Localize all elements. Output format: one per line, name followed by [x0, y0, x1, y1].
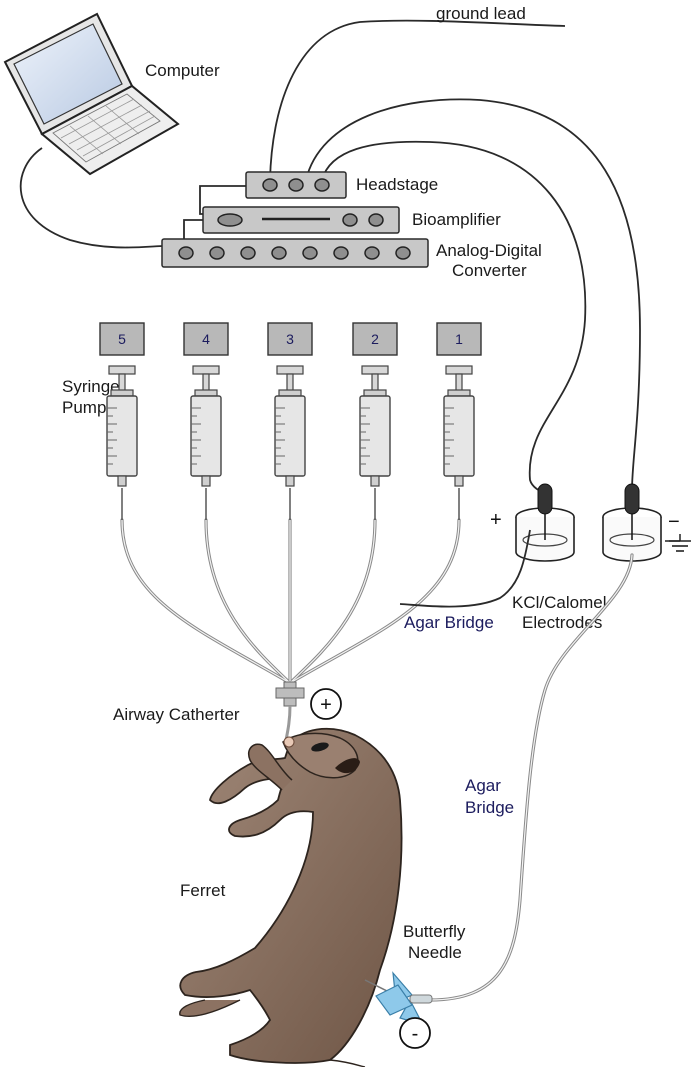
computer-label: Computer	[145, 61, 220, 80]
adc-label-line2: Converter	[452, 261, 527, 280]
airway-positive-sign: +	[320, 694, 332, 716]
butterfly-needle-label-line1: Butterfly	[403, 922, 466, 941]
pump-number-label: 3	[286, 331, 294, 347]
syringe-icon	[443, 365, 475, 487]
pump-number-label: 5	[118, 331, 126, 347]
butterfly-needle-icon	[364, 971, 433, 1026]
syringe-pumps-label-line1: Syringe	[62, 377, 120, 396]
syringe-needles	[121, 488, 460, 520]
analog-digital-converter-device	[161, 238, 429, 268]
agar-bridge-airway	[399, 529, 531, 608]
pump-number-label: 4	[202, 331, 210, 347]
butterfly-needle-label-line2: Needle	[408, 943, 462, 962]
ground-symbol-icon	[665, 534, 691, 552]
agar-bridge-vascular	[428, 553, 634, 1002]
ground-lead-wire	[269, 19, 566, 181]
ground-lead-label: ground lead	[436, 4, 526, 23]
agar-bridge-vascular-label-line2: Bridge	[465, 798, 514, 817]
airway-catheter-connector	[275, 681, 305, 741]
headstage-to-negative-electrode-wire	[305, 98, 641, 491]
positive-electrode-plus-sign: +	[490, 509, 502, 531]
headstage-label: Headstage	[356, 175, 438, 194]
syringe-pumps: 5 4 3 2 1	[99, 322, 482, 487]
syringe-icon	[274, 365, 306, 487]
airway-positive-circle: +	[310, 688, 342, 720]
syringe-pump-3: 3	[267, 322, 313, 487]
bioamplifier-device	[202, 206, 400, 234]
electrodes-label-line1: KCl/Calomel	[512, 593, 606, 612]
agar-bridge-vascular-label-line1: Agar	[465, 776, 501, 795]
syringe-icon	[106, 365, 138, 487]
syringe-icon	[190, 365, 222, 487]
adc-label-line1: Analog-Digital	[436, 241, 542, 260]
positive-electrode-cup	[515, 483, 575, 562]
ferret-label: Ferret	[180, 881, 226, 900]
negative-electrode-cup	[602, 483, 662, 562]
ferret-illustration	[179, 728, 403, 1067]
syringe-pumps-label-line2: Pumps	[62, 398, 115, 417]
pump-number-label: 2	[371, 331, 379, 347]
airway-catheter-label: Airway Catherter	[113, 705, 240, 724]
pump-box	[436, 322, 482, 356]
pump-box	[99, 322, 145, 356]
infusion-tubing	[120, 518, 461, 685]
pump-box	[267, 322, 313, 356]
pump-number-label: 1	[455, 331, 463, 347]
syringe-pump-2: 2	[352, 322, 398, 487]
headstage-to-positive-electrode-wire	[321, 140, 587, 493]
negative-electrode-minus-sign: −	[668, 511, 680, 533]
agar-bridge-airway-label: Agar Bridge	[404, 613, 494, 632]
electrodes-label-line2: Electrodes	[522, 613, 602, 632]
vascular-negative-circle: -	[399, 1017, 431, 1049]
pump-box	[183, 322, 229, 356]
syringe-icon	[359, 365, 391, 487]
computer-cable	[19, 147, 165, 249]
laptop-icon	[3, 12, 180, 176]
headstage-device	[245, 171, 347, 199]
syringe-pump-4: 4	[183, 322, 229, 487]
pump-box	[352, 322, 398, 356]
syringe-pump-1: 1	[436, 322, 482, 487]
syringe-pump-5: 5	[99, 322, 145, 487]
vascular-negative-sign: -	[412, 1023, 419, 1045]
bioamplifier-label: Bioamplifier	[412, 210, 501, 229]
